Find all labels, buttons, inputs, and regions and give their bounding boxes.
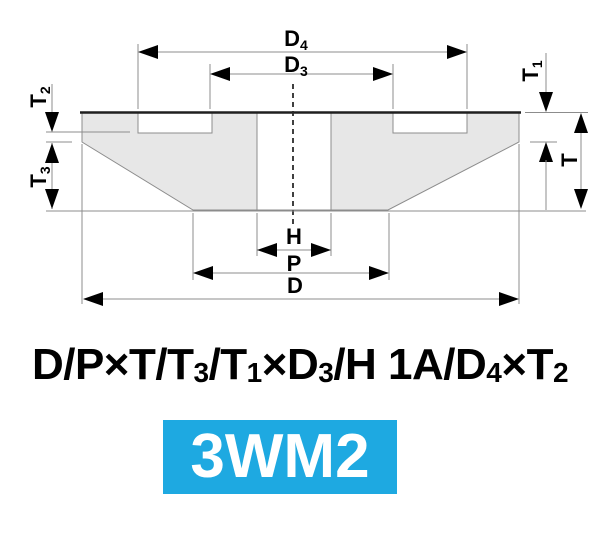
formula-subscript: 3 <box>318 357 334 388</box>
formula-subscript: 3 <box>193 357 209 388</box>
wheel-body <box>80 111 521 211</box>
dim-label-d3-base: D <box>284 52 301 77</box>
dim-label-t2-base: T <box>26 94 51 108</box>
formula-subscript: 4 <box>486 357 502 388</box>
dim-label-p: P <box>287 253 302 275</box>
model-badge-label: 3WM2 <box>190 422 370 491</box>
dim-label-h-base: H <box>286 224 302 249</box>
dim-label-t2-sub: 2 <box>37 86 53 95</box>
dim-label-t2: T2 <box>26 86 53 108</box>
dimension-t3 <box>45 143 59 209</box>
wheel-cross-section-diagram <box>45 44 588 306</box>
center-hole <box>256 112 332 211</box>
right-recess <box>392 112 468 134</box>
dim-label-t3-sub: 3 <box>37 166 53 175</box>
dim-label-d4-base: D <box>284 26 301 51</box>
model-badge: 3WM2 <box>163 420 397 494</box>
dimension-t2 <box>45 84 130 143</box>
dim-label-p-base: P <box>286 251 302 276</box>
formula-text: ×D <box>261 340 319 389</box>
dimension-d <box>81 144 520 306</box>
dim-label-d-base: D <box>287 273 303 298</box>
dimension-h <box>256 213 332 257</box>
dimension-p <box>192 213 390 280</box>
dim-label-t: T <box>557 153 582 167</box>
dimension-t1 <box>525 53 588 210</box>
formula-subscript: 2 <box>552 357 569 388</box>
formula-subscript: 1 <box>246 357 263 388</box>
dim-label-d4-sub: 4 <box>300 37 308 53</box>
dim-label-d4: D4 <box>284 26 308 53</box>
dim-label-d3: D3 <box>284 52 308 79</box>
dimension-d3 <box>209 64 394 109</box>
formula-text: /H 1A/D <box>333 340 487 389</box>
formula-text: D/P×T/T <box>31 340 194 389</box>
dimension-d4 <box>137 44 468 109</box>
dim-label-h: H <box>286 226 302 248</box>
dim-label-t1-sub: 1 <box>529 60 545 69</box>
left-recess <box>137 112 213 134</box>
formula-text: /T <box>208 340 248 389</box>
dim-label-d3-sub: 3 <box>300 63 308 79</box>
dimension-t <box>574 113 588 209</box>
dim-label-t-base: T <box>557 153 582 167</box>
dim-label-t3-base: T <box>26 174 51 188</box>
dim-label-t1-base: T <box>518 68 543 82</box>
dim-label-t3: T3 <box>26 166 53 188</box>
dim-label-d: D <box>287 275 303 297</box>
dim-label-t1: T1 <box>518 60 545 82</box>
formula-text: ×T <box>501 340 553 389</box>
